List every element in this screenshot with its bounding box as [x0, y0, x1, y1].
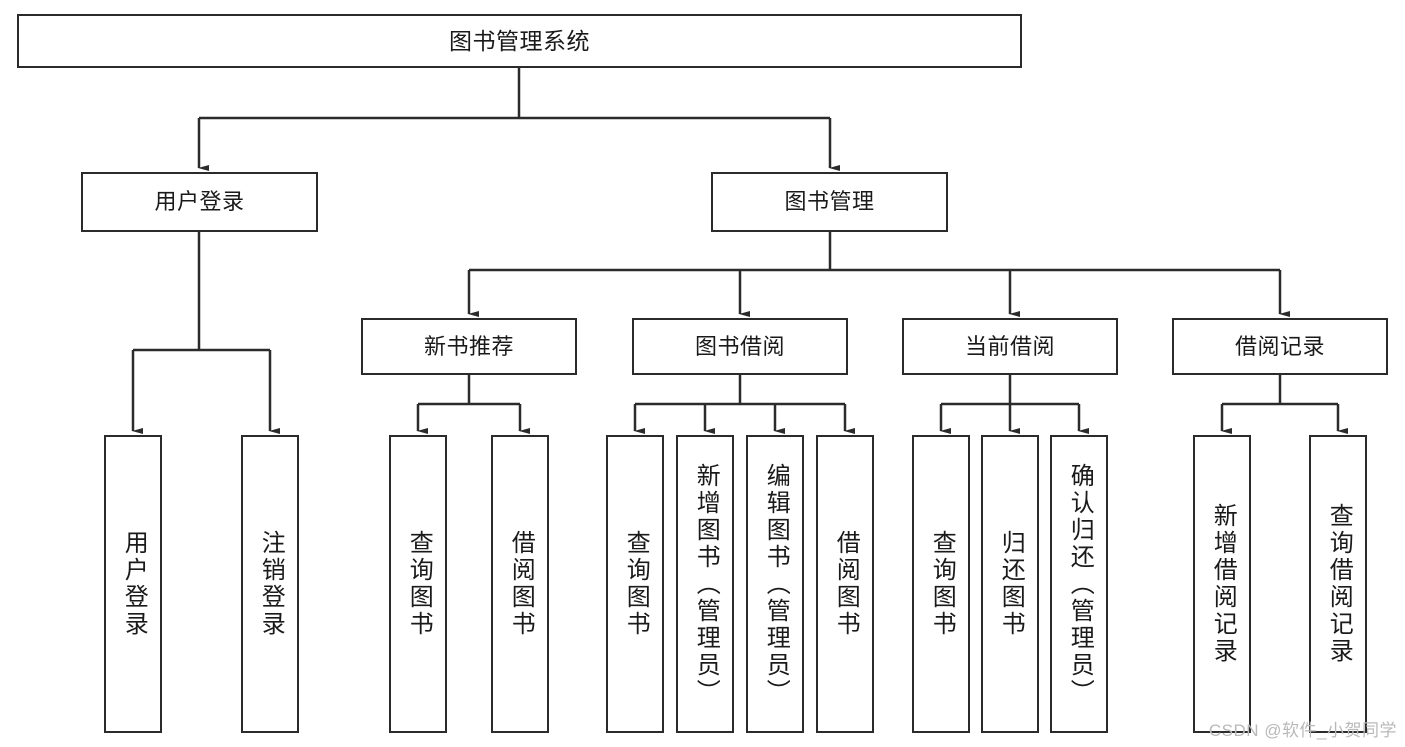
node-label: 确认归还（管理员） — [1066, 462, 1094, 706]
node-label: 图书管理系统 — [449, 27, 590, 54]
node-leaf-borrow-book-borrow[interactable]: 借阅图书 — [816, 435, 874, 733]
node-label: 当前借阅 — [964, 333, 1055, 359]
node-leaf-logout[interactable]: 注销登录 — [241, 435, 299, 733]
node-label: 图书借阅 — [694, 333, 785, 359]
node-new-book-recommendation[interactable]: 新书推荐 — [361, 318, 577, 375]
node-label: 新增图书（管理员） — [692, 462, 720, 706]
node-book-borrowing[interactable]: 图书借阅 — [632, 318, 848, 375]
node-label: 借阅记录 — [1234, 333, 1325, 359]
node-label: 查询借阅记录 — [1325, 503, 1353, 665]
node-root-book-management-system[interactable]: 图书管理系统 — [17, 14, 1022, 68]
node-label: 归还图书 — [997, 530, 1025, 638]
node-label: 图书管理 — [784, 189, 875, 215]
node-leaf-query-book-current[interactable]: 查询图书 — [912, 435, 970, 733]
node-label: 注销登录 — [257, 530, 285, 638]
node-label: 借阅图书 — [832, 530, 860, 638]
node-label: 用户登录 — [154, 189, 245, 215]
csdn-watermark: CSDN @软件_小贺同学 — [1208, 721, 1397, 740]
node-user-login[interactable]: 用户登录 — [81, 172, 318, 232]
node-leaf-query-book-new[interactable]: 查询图书 — [389, 435, 447, 733]
node-leaf-add-book-admin[interactable]: 新增图书（管理员） — [676, 435, 734, 733]
node-current-borrowing[interactable]: 当前借阅 — [902, 318, 1118, 375]
node-leaf-user-login[interactable]: 用户登录 — [104, 435, 162, 733]
node-leaf-borrow-book-new[interactable]: 借阅图书 — [491, 435, 549, 733]
node-label: 用户登录 — [120, 530, 148, 638]
node-label: 新增借阅记录 — [1209, 503, 1237, 665]
node-label: 查询图书 — [622, 530, 650, 638]
node-leaf-query-book-borrow[interactable]: 查询图书 — [606, 435, 664, 733]
node-label: 新书推荐 — [423, 333, 514, 359]
node-leaf-query-borrow-record[interactable]: 查询借阅记录 — [1309, 435, 1367, 733]
node-leaf-add-borrow-record[interactable]: 新增借阅记录 — [1193, 435, 1251, 733]
node-label: 借阅图书 — [507, 530, 535, 638]
node-leaf-confirm-return-admin[interactable]: 确认归还（管理员） — [1050, 435, 1108, 733]
node-label: 查询图书 — [928, 530, 956, 638]
node-label: 查询图书 — [405, 530, 433, 638]
node-book-management[interactable]: 图书管理 — [711, 172, 948, 232]
node-leaf-return-book[interactable]: 归还图书 — [981, 435, 1039, 733]
node-label: 编辑图书（管理员） — [762, 462, 790, 706]
node-leaf-edit-book-admin[interactable]: 编辑图书（管理员） — [746, 435, 804, 733]
node-borrowing-records[interactable]: 借阅记录 — [1172, 318, 1388, 375]
